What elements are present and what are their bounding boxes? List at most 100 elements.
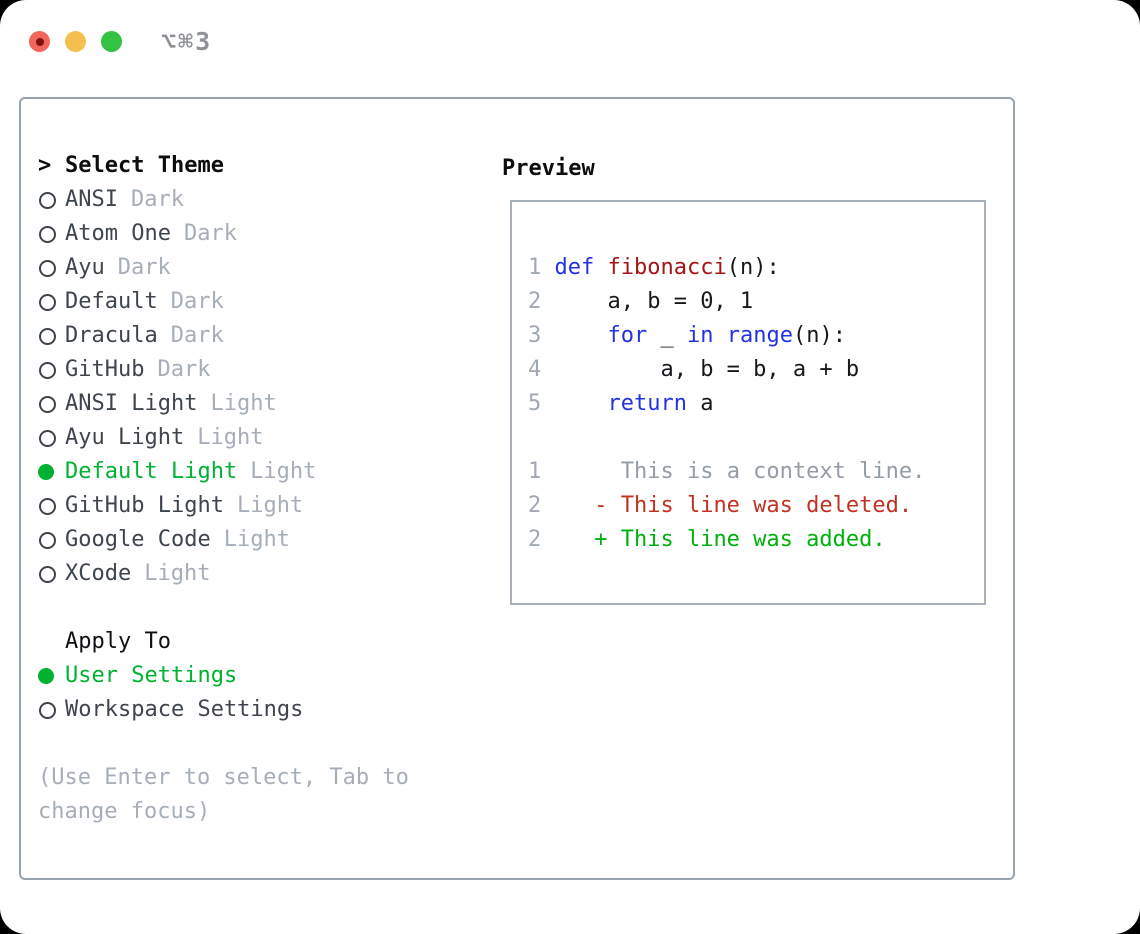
zoom-button[interactable] [101, 31, 122, 52]
code-line: 2 - This line was deleted. [528, 489, 925, 523]
code-token: 1 [528, 255, 542, 280]
radio-selected-icon [38, 659, 65, 693]
radio-circle [39, 565, 56, 583]
apply-to-indent [38, 625, 65, 659]
theme-name: Google Code [65, 527, 211, 552]
code-line: 3 for _ in range(n): [528, 319, 925, 353]
code-token: + This line was added. [594, 527, 886, 552]
select-theme-header: > Select Theme [38, 149, 409, 183]
preview-title: Preview [502, 155, 595, 181]
radio-unselected-icon [38, 353, 65, 387]
apply-option-workspace-settings[interactable]: Workspace Settings [38, 693, 409, 727]
radio-unselected-icon [38, 217, 65, 251]
theme-variant-badge: Dark [117, 255, 171, 280]
theme-option-github-dark[interactable]: GitHub Dark [38, 353, 409, 387]
code-token: return [607, 391, 687, 416]
apply-option-user-settings[interactable]: User Settings [38, 659, 409, 693]
code-line: 2 + This line was added. [528, 523, 925, 557]
code-token [541, 459, 620, 484]
radio-unselected-icon [38, 557, 65, 591]
theme-option-ansi-light-light[interactable]: ANSI Light Light [38, 387, 409, 421]
radio-circle [39, 531, 56, 549]
theme-variant-badge: Light [223, 527, 290, 552]
radio-circle [39, 259, 56, 277]
window-title: ⌥⌘3 [161, 27, 213, 56]
code-token: in [686, 323, 714, 348]
radio-circle [39, 191, 56, 209]
theme-variant-badge: Dark [157, 357, 211, 382]
radio-unselected-icon [38, 387, 65, 421]
radio-selected-icon [38, 455, 65, 489]
prompt-caret-icon: > [38, 153, 52, 178]
code-token: 2 [528, 493, 542, 518]
theme-name: XCode [65, 561, 132, 586]
close-button[interactable] [29, 31, 50, 52]
code-line: 1 def fibonacci(n): [528, 251, 925, 285]
code-token: range [726, 323, 793, 348]
radio-circle [38, 668, 54, 684]
radio-unselected-icon [38, 523, 65, 557]
theme-variant-badge: Light [210, 391, 277, 416]
code-token: a, b = b, a + b [541, 357, 860, 382]
theme-option-xcode-light[interactable]: XCode Light [38, 557, 409, 591]
radio-circle [39, 327, 56, 345]
theme-variant-badge: Dark [170, 323, 224, 348]
theme-option-ayu-dark[interactable]: Ayu Dark [38, 251, 409, 285]
titlebar: ⌥⌘3 [29, 27, 212, 56]
help-text-line: change focus) [38, 799, 211, 824]
code-token: 3 [528, 323, 542, 348]
radio-unselected-icon [38, 285, 65, 319]
theme-option-google-code-light[interactable]: Google Code Light [38, 523, 409, 557]
radio-circle [39, 293, 56, 311]
radio-circle [39, 361, 56, 379]
theme-name: Ayu [65, 255, 105, 280]
radio-circle [39, 497, 56, 515]
code-token: 1 [528, 459, 542, 484]
code-token: (n): [726, 255, 780, 280]
theme-name: GitHub [65, 357, 145, 382]
theme-variant-badge: Light [197, 425, 264, 450]
apply-to-title: Apply To [65, 629, 171, 654]
theme-variant-badge: Light [144, 561, 211, 586]
radio-circle [39, 701, 56, 719]
code-token [541, 255, 554, 280]
code-token: This is a context line. [620, 459, 926, 484]
theme-variant-badge: Light [250, 459, 317, 484]
theme-option-dracula-dark[interactable]: Dracula Dark [38, 319, 409, 353]
radio-circle [39, 395, 56, 413]
code-token [594, 255, 607, 280]
theme-option-atom-one-dark[interactable]: Atom One Dark [38, 217, 409, 251]
code-token: a [686, 391, 714, 416]
theme-name: ANSI Light [65, 391, 198, 416]
code-token: (n): [792, 323, 846, 348]
code-token [541, 391, 607, 416]
minimize-button[interactable] [65, 31, 86, 52]
spacer [38, 591, 409, 625]
code-token: def [554, 255, 595, 280]
code-token: 2 [528, 289, 542, 314]
theme-name: Default [65, 289, 158, 314]
radio-circle [39, 429, 56, 447]
code-token: 2 [528, 527, 542, 552]
theme-variant-badge: Dark [183, 221, 237, 246]
code-line: 2 a, b = 0, 1 [528, 285, 925, 319]
select-theme-title: Select Theme [65, 153, 224, 178]
apply-to-header: Apply To [38, 625, 409, 659]
theme-name: Atom One [65, 221, 171, 246]
radio-unselected-icon [38, 183, 65, 217]
theme-name: Ayu Light [65, 425, 185, 450]
theme-name: Dracula [65, 323, 158, 348]
theme-option-ayu-light-light[interactable]: Ayu Light Light [38, 421, 409, 455]
theme-name: ANSI [65, 187, 118, 212]
code-line: 1 This is a context line. [528, 455, 925, 489]
radio-unselected-icon [38, 693, 65, 727]
theme-variant-badge: Light [236, 493, 304, 518]
